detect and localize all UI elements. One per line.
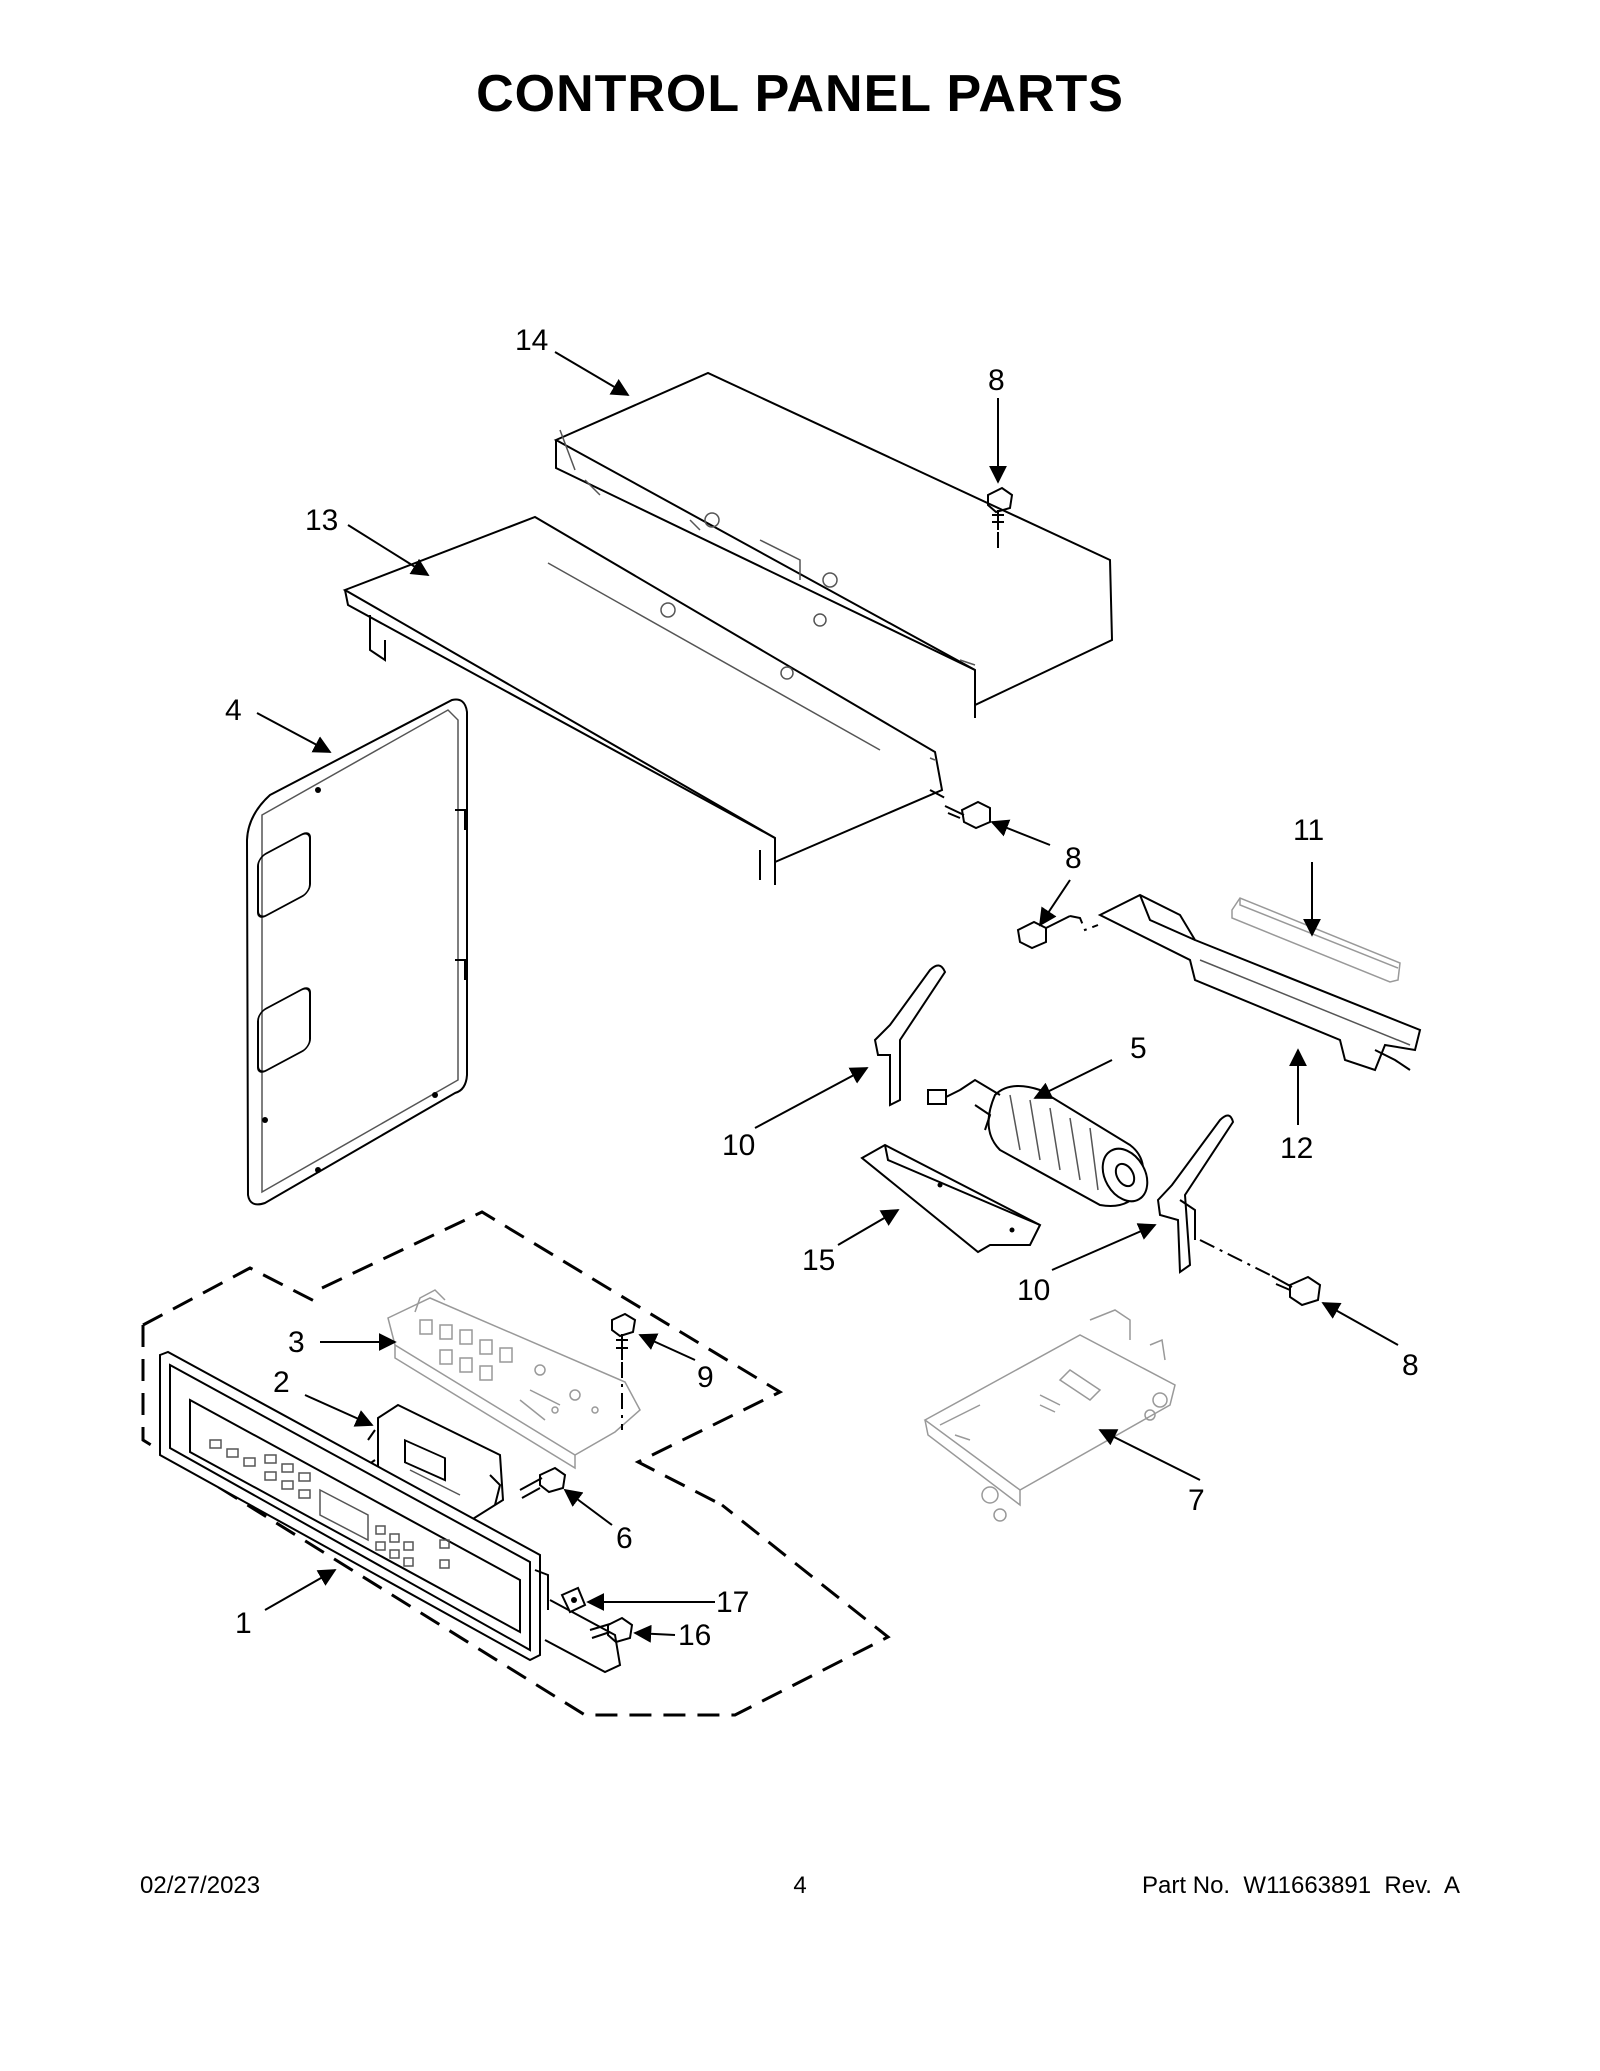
- screw-8-top: [987, 486, 1014, 550]
- group-boundary-panel: [141, 1266, 891, 1717]
- callout-12: 12: [1280, 1132, 1313, 1165]
- callout-17: 17: [716, 1586, 749, 1619]
- part-10-bracket-left: [873, 964, 947, 1107]
- callout-2: 2: [273, 1366, 290, 1399]
- callout-7: 7: [1188, 1484, 1205, 1517]
- part-17-clip: [560, 1586, 587, 1614]
- part-9-screw: [611, 1312, 637, 1430]
- callout-13: 13: [305, 504, 338, 537]
- part-13-lower-panel: [342, 515, 944, 885]
- callout-15: 15: [802, 1244, 835, 1277]
- part-16-screw: [589, 1616, 634, 1644]
- part-15-plate: [860, 1143, 1042, 1254]
- callout-6: 6: [616, 1522, 633, 1555]
- callout-16: 16: [678, 1619, 711, 1652]
- screw-8-right: [1199, 1239, 1322, 1307]
- callout-8: 8: [1065, 842, 1082, 875]
- part-5-fan: [927, 1078, 1149, 1207]
- part-12-bracket: [1097, 893, 1422, 1072]
- part-7-board: [923, 1309, 1176, 1522]
- screw-8-bracket: [1016, 915, 1099, 950]
- callout-1: 1: [235, 1607, 252, 1640]
- part-4-side-panel: [245, 698, 468, 1206]
- part-6-screw: [519, 1466, 567, 1499]
- footer-part-number: Part No. W11663891 Rev. A: [1142, 1872, 1460, 1899]
- footer-date: 02/27/2023: [140, 1872, 261, 1899]
- callout-11: 11: [1293, 814, 1324, 847]
- part-14-top-cover: [553, 371, 1114, 718]
- part-3-control-board: [387, 1289, 641, 1470]
- part-10-bracket-right: [1156, 1114, 1235, 1274]
- callout-8: 8: [988, 364, 1005, 397]
- page-title: CONTROL PANEL PARTS: [476, 65, 1124, 123]
- part-11-strip: [1231, 897, 1401, 983]
- callout-3: 3: [288, 1326, 305, 1359]
- callout-10: 10: [1017, 1274, 1050, 1307]
- callout-10: 10: [722, 1129, 755, 1162]
- callout-14: 14: [515, 324, 548, 357]
- screw-8-mid: [929, 789, 991, 830]
- footer-page-number: 4: [793, 1872, 807, 1899]
- callout-5: 5: [1130, 1032, 1147, 1065]
- leader-arrows: [256, 351, 1399, 1643]
- callout-8: 8: [1402, 1349, 1419, 1382]
- group-boundary-board: [321, 1210, 784, 1507]
- part-1-control-panel: [159, 1350, 622, 1674]
- callout-9: 9: [697, 1361, 714, 1394]
- callout-4: 4: [225, 694, 242, 727]
